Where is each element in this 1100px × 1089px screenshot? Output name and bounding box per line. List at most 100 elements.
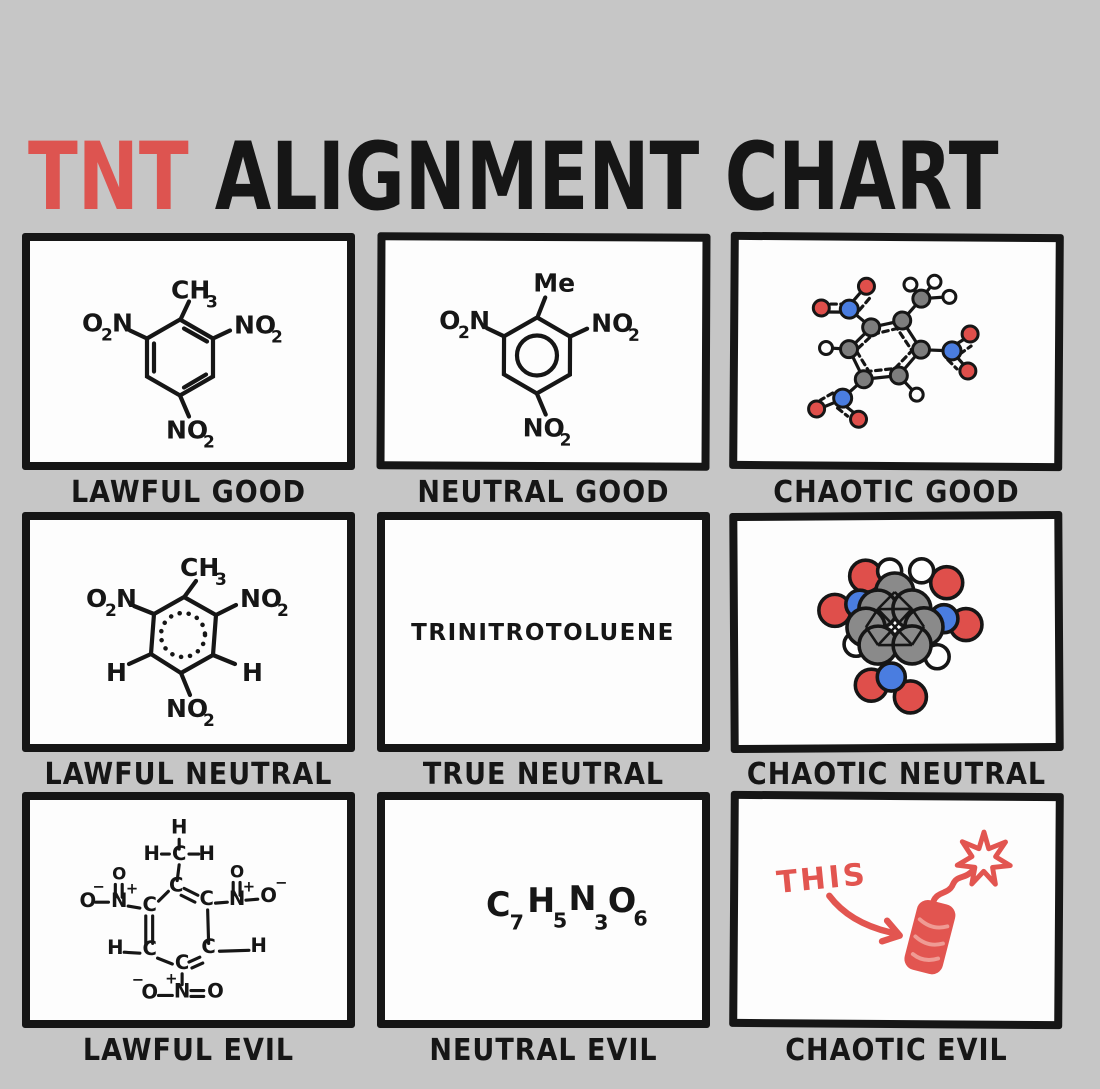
svg-text:2: 2 (101, 326, 113, 346)
hydrogen-atoms (818, 273, 958, 403)
svg-text:C: C (175, 951, 189, 974)
cell-chaotic-neutral: CHAOTIC NEUTRAL (729, 510, 1064, 792)
nitro-right-label: NO 2 (234, 311, 283, 348)
svg-text:N: N (229, 887, 245, 910)
svg-text:N: N (569, 879, 597, 918)
nitro-left-bond (127, 328, 150, 341)
methyl-bond (182, 578, 199, 599)
svg-text:2: 2 (277, 601, 289, 621)
aromatic-dots (158, 610, 208, 660)
nitro-right-label: NO 2 (591, 309, 640, 346)
nitro-bottom-bond (534, 391, 548, 417)
svg-text:3: 3 (594, 911, 608, 935)
methyl-label: CH 3 (180, 553, 227, 590)
caption-chaotic-neutral: CHAOTIC NEUTRAL (746, 757, 1047, 792)
nitrogen-atoms (832, 298, 963, 409)
cell-true-neutral: TRINITROTOLUENE TRUE NEUTRAL (377, 512, 710, 792)
svg-text:2: 2 (628, 326, 640, 346)
svg-text:−: − (92, 878, 104, 895)
ball-and-stick-model (807, 273, 980, 429)
svg-text:+: + (243, 878, 255, 895)
svg-text:O: O (260, 884, 277, 907)
methyl-bond (178, 299, 192, 321)
name-text: TRINITROTOLUENE (411, 620, 673, 646)
caption-neutral-evil: NEUTRAL EVIL (429, 1033, 658, 1068)
panel-lawful-neutral: CH 3 O 2 N NO 2 H H NO 2 (22, 512, 355, 752)
methyl-label: Me (533, 268, 575, 297)
h-right-label: H (242, 658, 263, 687)
methyl-label: CH 3 (171, 276, 218, 313)
nitro-bottom-bond (178, 670, 193, 698)
svg-text:7: 7 (510, 911, 524, 935)
dotted-aromatic-structure: CH 3 O 2 N NO 2 H H NO 2 (86, 553, 289, 731)
svg-text:NO: NO (523, 413, 565, 442)
h-left-label: H (106, 658, 127, 687)
svg-text:C: C (486, 885, 511, 924)
svg-text:O: O (86, 584, 107, 613)
svg-text:N: N (116, 584, 137, 613)
svg-text:O: O (112, 865, 126, 884)
svg-text:O: O (608, 881, 636, 920)
cell-lawful-neutral: CH 3 O 2 N NO 2 H H NO 2 (22, 512, 355, 792)
svg-text:N: N (174, 979, 190, 1002)
panel-chaotic-neutral (729, 510, 1064, 754)
svg-text:CH: CH (180, 553, 219, 582)
svg-text:2: 2 (203, 711, 215, 731)
svg-text:NO: NO (591, 309, 633, 338)
svg-text:O: O (439, 306, 460, 335)
svg-text:NO: NO (240, 584, 282, 613)
title-rest: ALIGNMENT CHART (214, 122, 999, 232)
svg-text:N: N (111, 889, 127, 912)
cell-lawful-evil: H H C H C C C C C C O N O N O O H (22, 792, 355, 1068)
svg-text:H: H (107, 936, 123, 959)
arrow (826, 892, 903, 945)
nitro-right-bond (567, 326, 590, 339)
nitro-bottom-label: NO 2 (166, 416, 215, 453)
crayon-doodle: THIS (775, 829, 1013, 975)
svg-text:2: 2 (271, 328, 283, 348)
bonds (94, 837, 260, 998)
oxygen-atoms (817, 558, 984, 715)
nitro-left-label: O 2 N (82, 309, 133, 346)
svg-text:−: − (132, 972, 144, 989)
caption-chaotic-evil: CHAOTIC EVIL (785, 1033, 1008, 1068)
svg-text:2: 2 (458, 323, 470, 343)
svg-text:C: C (169, 873, 183, 896)
panel-true-neutral: TRINITROTOLUENE (377, 512, 710, 752)
caption-true-neutral: TRUE NEUTRAL (422, 757, 665, 792)
formal-charges: − + + − − + (92, 874, 287, 988)
nitro-left-bond (485, 326, 507, 339)
svg-text:O: O (79, 889, 96, 912)
this-label: THIS (775, 857, 869, 901)
svg-text:CH: CH (171, 276, 210, 305)
cell-neutral-evil: C 7 H 5 N 3 O 6 CHAOTIC EVIL NEUTRAL EVI… (377, 792, 710, 1068)
fuse (930, 868, 975, 905)
molecular-formula: C 7 H 5 N 3 O 6 (486, 879, 648, 935)
svg-text:NO: NO (166, 694, 208, 723)
svg-text:C: C (143, 893, 157, 916)
benzene-ring (148, 594, 219, 676)
svg-text:C: C (199, 887, 213, 910)
nitro-bottom-bond (177, 393, 192, 419)
svg-text:O: O (141, 980, 158, 1003)
nitro-bottom-label: NO 2 (523, 413, 572, 450)
svg-text:H: H (198, 842, 214, 865)
svg-text:NO: NO (234, 311, 276, 340)
caption-lawful-good: LAWFUL GOOD (70, 475, 307, 510)
panel-chaotic-good (729, 231, 1064, 472)
svg-text:H: H (251, 934, 267, 957)
svg-text:3: 3 (206, 293, 218, 313)
carbon-separators (864, 591, 926, 647)
nitro-left-label: O 2 N (86, 584, 137, 621)
panel-lawful-good: CH 3 O 2 N NO 2 NO 2 (22, 233, 355, 470)
nitro-left-label: O 2 N (439, 306, 490, 343)
aromatic-structure: Me O 2 N NO 2 NO 2 (439, 268, 640, 450)
svg-text:C: C (143, 937, 157, 960)
kekule-structure: CH 3 O 2 N NO 2 NO 2 (82, 276, 283, 453)
caption-lawful-evil: LAWFUL EVIL (82, 1033, 295, 1068)
cell-chaotic-evil: THIS CHAOTIC EVIL (729, 790, 1064, 1068)
caption-lawful-neutral: LAWFUL NEUTRAL (44, 757, 333, 792)
cell-chaotic-good: CHAOTIC GOOD (729, 231, 1064, 510)
atoms (817, 557, 984, 715)
